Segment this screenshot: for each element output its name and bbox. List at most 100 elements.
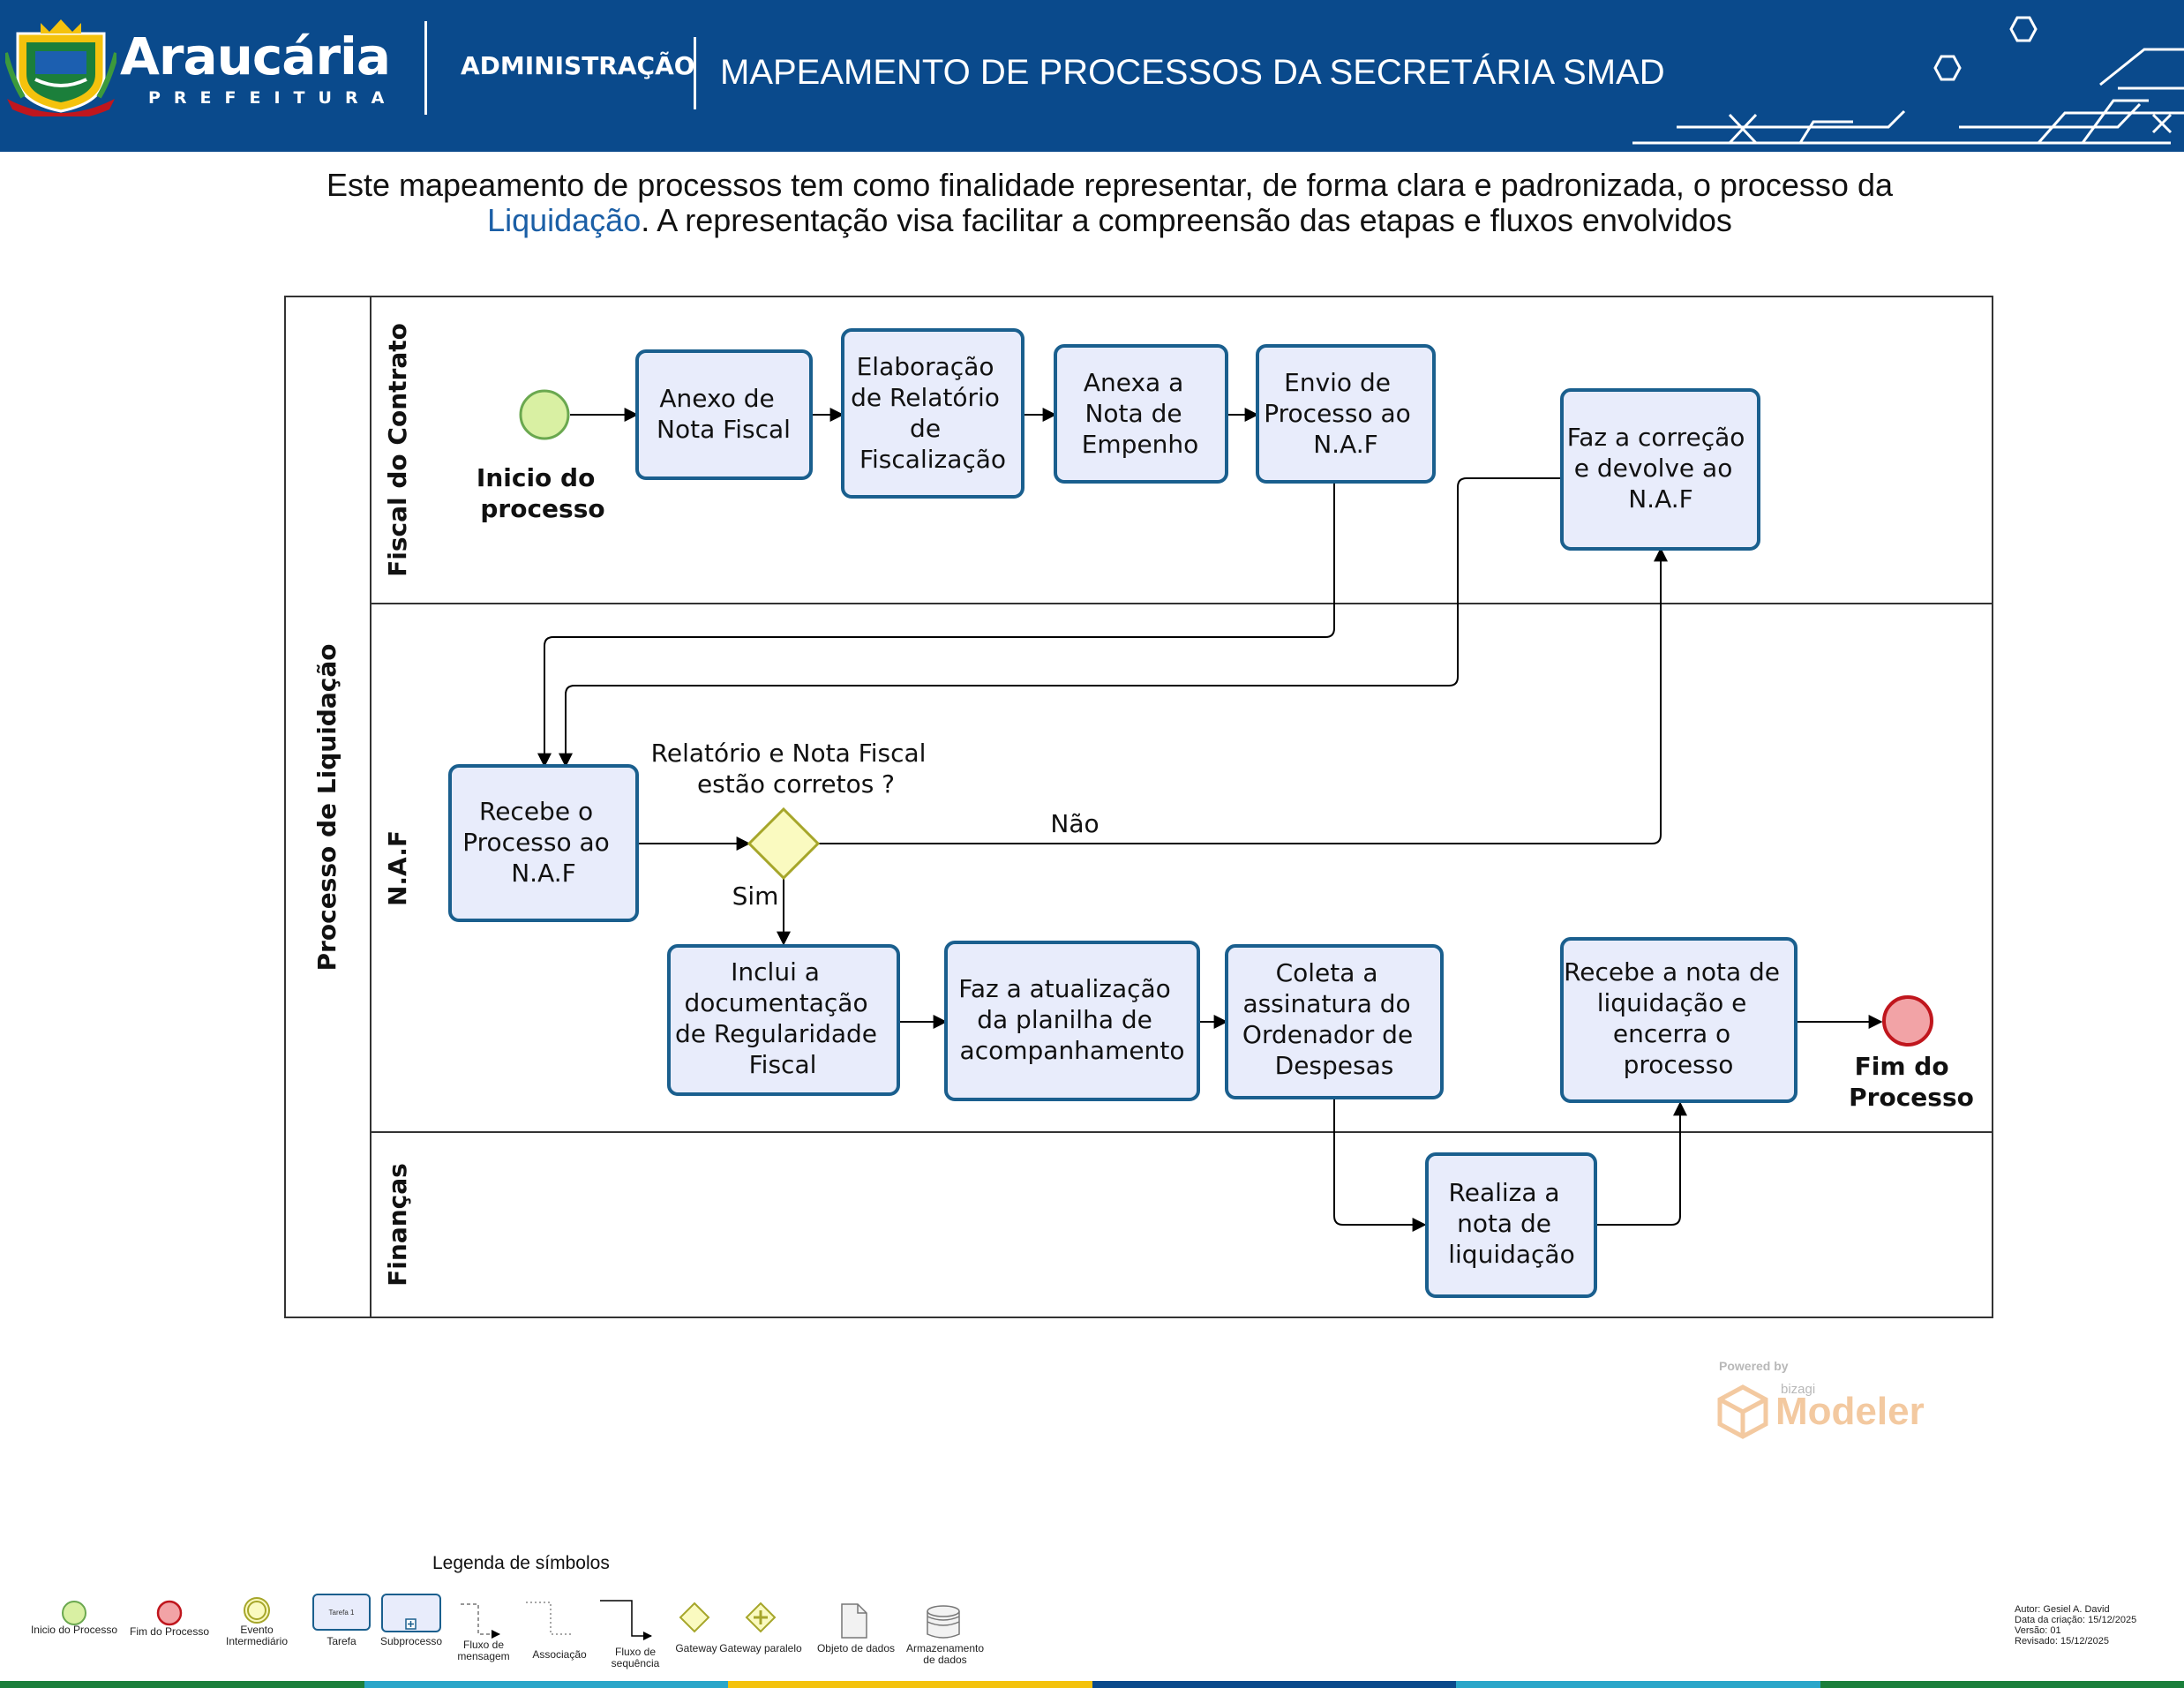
legend-label: Tarefa	[326, 1635, 356, 1647]
flow-correcao-to-recebe	[559, 477, 1562, 768]
legend-message-flow-icon	[461, 1603, 500, 1639]
legend-end-icon	[156, 1600, 183, 1626]
svg-text:Inicio do processo: Inicio do processo	[477, 463, 605, 523]
gateway-question-2: estão corretos ?	[697, 769, 895, 799]
legend-label: Fluxo de sequência	[611, 1646, 660, 1669]
end-event-label-1: Fim do	[1855, 1052, 1949, 1081]
task-text: Inclui a	[731, 957, 820, 987]
header-bar: Araucária PREFEITURA ADMINISTRAÇÃO MAPEA…	[0, 0, 2184, 152]
document-metadata: Autor: Gesiel A. David Data da criação: …	[2015, 1604, 2136, 1647]
flow-gateway-no	[818, 547, 1668, 844]
task-text: Empenho	[1082, 430, 1199, 459]
svg-text:Realiza a nota de: Realiza a nota de liquidação	[1448, 1178, 1574, 1269]
legend-label: Associação	[532, 1648, 587, 1661]
legend-label: Armazenamento de dados	[905, 1642, 985, 1666]
intro-line-1: Este mapeamento de processos tem como fi…	[326, 167, 1893, 203]
modeler-text: Modeler	[1775, 1390, 1925, 1433]
task-text: liquidação e	[1597, 988, 1747, 1017]
task-inclui-documentacao[interactable]: Inclui a documentação de Regularidade Fi…	[667, 944, 900, 1096]
svg-text:Recebe o Processo ao: Recebe o Processo ao N.A.F	[462, 797, 617, 888]
task-text: N.A.F	[511, 859, 576, 888]
meta-revised: Revisado: 15/12/2025	[2015, 1636, 2110, 1647]
gateway-yes-label: Sim	[732, 882, 779, 911]
intro-line-2-rest: . A representação visa facilitar a compr…	[641, 202, 1732, 238]
pool-label: Processo de Liquidação	[312, 644, 341, 972]
footer-color-stripe	[0, 1681, 2184, 1688]
task-text: de Relatório	[851, 383, 1000, 412]
intro-line-2: Liquidação. A representação visa facilit…	[159, 203, 2060, 238]
start-event-label-1: Inicio do	[477, 463, 595, 492]
city-crest-logo	[5, 19, 116, 116]
start-event-label-2: processo	[480, 494, 604, 523]
bizagi-cube-icon	[1717, 1384, 1768, 1439]
task-anexo-nota-fiscal[interactable]: Anexo de Nota Fiscal	[635, 349, 813, 480]
task-text: de Regularidade	[675, 1019, 877, 1048]
task-text: da planilha de	[977, 1005, 1152, 1034]
task-atualizacao-planilha[interactable]: Faz a atualização da planilha de acompan…	[944, 941, 1200, 1101]
gateway-question-1: Relatório e Nota Fiscal	[651, 739, 927, 768]
task-text: Nota Fiscal	[657, 415, 791, 444]
exclusive-gateway[interactable]: Relatório e Nota Fiscal estão corretos ?…	[651, 739, 1100, 911]
task-envio-processo[interactable]: Envio de Processo ao N.A.F	[1256, 344, 1436, 484]
task-text: documentação	[684, 988, 867, 1017]
task-recebe-nota-liquidacao[interactable]: Recebe a nota de liquidação e encerra o …	[1560, 937, 1797, 1103]
legend-association-icon	[526, 1602, 572, 1635]
end-event[interactable]: Fim do Processo	[1849, 995, 1974, 1112]
legend-data-store-icon	[927, 1611, 960, 1639]
task-text: acompanhamento	[960, 1036, 1185, 1065]
legend-label: Gateway	[675, 1642, 717, 1654]
end-event-label-2: Processo	[1849, 1083, 1974, 1112]
task-text: Coleta a	[1276, 958, 1378, 987]
task-text: liquidação	[1448, 1240, 1574, 1269]
task-text: de	[910, 414, 941, 443]
task-text: Processo ao	[462, 828, 610, 857]
task-coleta-assinatura[interactable]: Coleta a assinatura do Ordenador de Desp…	[1225, 944, 1444, 1099]
sequence-flows	[537, 408, 1883, 1232]
task-text: Faz a atualização	[958, 974, 1171, 1003]
legend-label: Inicio do Processo	[30, 1624, 118, 1636]
task-anexa-nota-empenho[interactable]: Anexa a Nota de Empenho	[1054, 344, 1228, 484]
task-text: Fiscal	[749, 1050, 817, 1079]
legend-start-icon	[62, 1601, 86, 1625]
page-title: MAPEAMENTO DE PROCESSOS DA SECRETÁRIA SM…	[720, 53, 1665, 92]
task-text: Recebe a nota de	[1564, 957, 1780, 987]
legend-sequence-flow-icon	[600, 1600, 652, 1640]
svg-text:Relatório e Nota Fiscal: Relatório e Nota Fiscal estão corretos ?	[651, 739, 934, 799]
meta-created: Data da criação: 15/12/2025	[2015, 1615, 2137, 1625]
task-text: Recebe o	[479, 797, 593, 826]
legend-gateway-icon	[679, 1602, 710, 1633]
task-elaboracao-relatorio[interactable]: Elaboração de Relatório de Fiscalização	[841, 328, 1024, 499]
powered-by-text: Powered by	[1719, 1359, 1789, 1373]
legend-data-object-icon	[841, 1603, 867, 1639]
flow-envio-to-recebe	[537, 482, 1335, 768]
header-divider	[694, 37, 696, 109]
task-text: encerra o	[1613, 1019, 1730, 1048]
task-text: Faz a correção	[1567, 423, 1745, 452]
task-text: Anexo de	[659, 384, 774, 413]
svg-text:Faz a atualização da pla: Faz a atualização da planilha de acompan…	[958, 974, 1184, 1065]
lane-label-fiscal: Fiscal do Contrato	[383, 323, 412, 577]
task-text: nota de	[1457, 1209, 1551, 1238]
intro-paragraph: Este mapeamento de processos tem como fi…	[159, 168, 2060, 238]
task-text: Nota de	[1084, 399, 1182, 428]
svg-text:Envio de Processo ao: Envio de Processo ao N.A.F	[1264, 368, 1418, 459]
header-divider	[424, 21, 427, 115]
flow-realiza-to-recebe-nota	[1595, 1101, 1687, 1226]
brand-name: Araucária	[120, 26, 391, 86]
task-realiza-nota[interactable]: Realiza a nota de liquidação	[1425, 1152, 1597, 1298]
task-text: Anexa a	[1084, 368, 1183, 397]
task-recebe-processo[interactable]: Recebe o Processo ao N.A.F	[448, 764, 639, 922]
task-text: N.A.F	[1313, 430, 1378, 459]
start-event[interactable]: Inicio do processo	[477, 389, 605, 523]
task-text: Fiscalização	[859, 445, 1006, 474]
task-text: N.A.F	[1628, 484, 1693, 514]
legend-label: Evento Intermediário	[225, 1624, 289, 1647]
task-faz-correcao[interactable]: Faz a correção e devolve ao N.A.F	[1560, 388, 1760, 551]
bizagi-text: bizagi	[1781, 1382, 1816, 1397]
task-text: Elaboração	[857, 352, 994, 381]
svg-text:Elaboração de Relatório: Elaboração de Relatório de Fiscalização	[851, 352, 1008, 474]
department-label: ADMINISTRAÇÃO	[461, 51, 695, 80]
task-text: Envio de	[1284, 368, 1391, 397]
svg-text:Faz a correção e devolve: Faz a correção e devolve ao N.A.F	[1567, 423, 1753, 514]
